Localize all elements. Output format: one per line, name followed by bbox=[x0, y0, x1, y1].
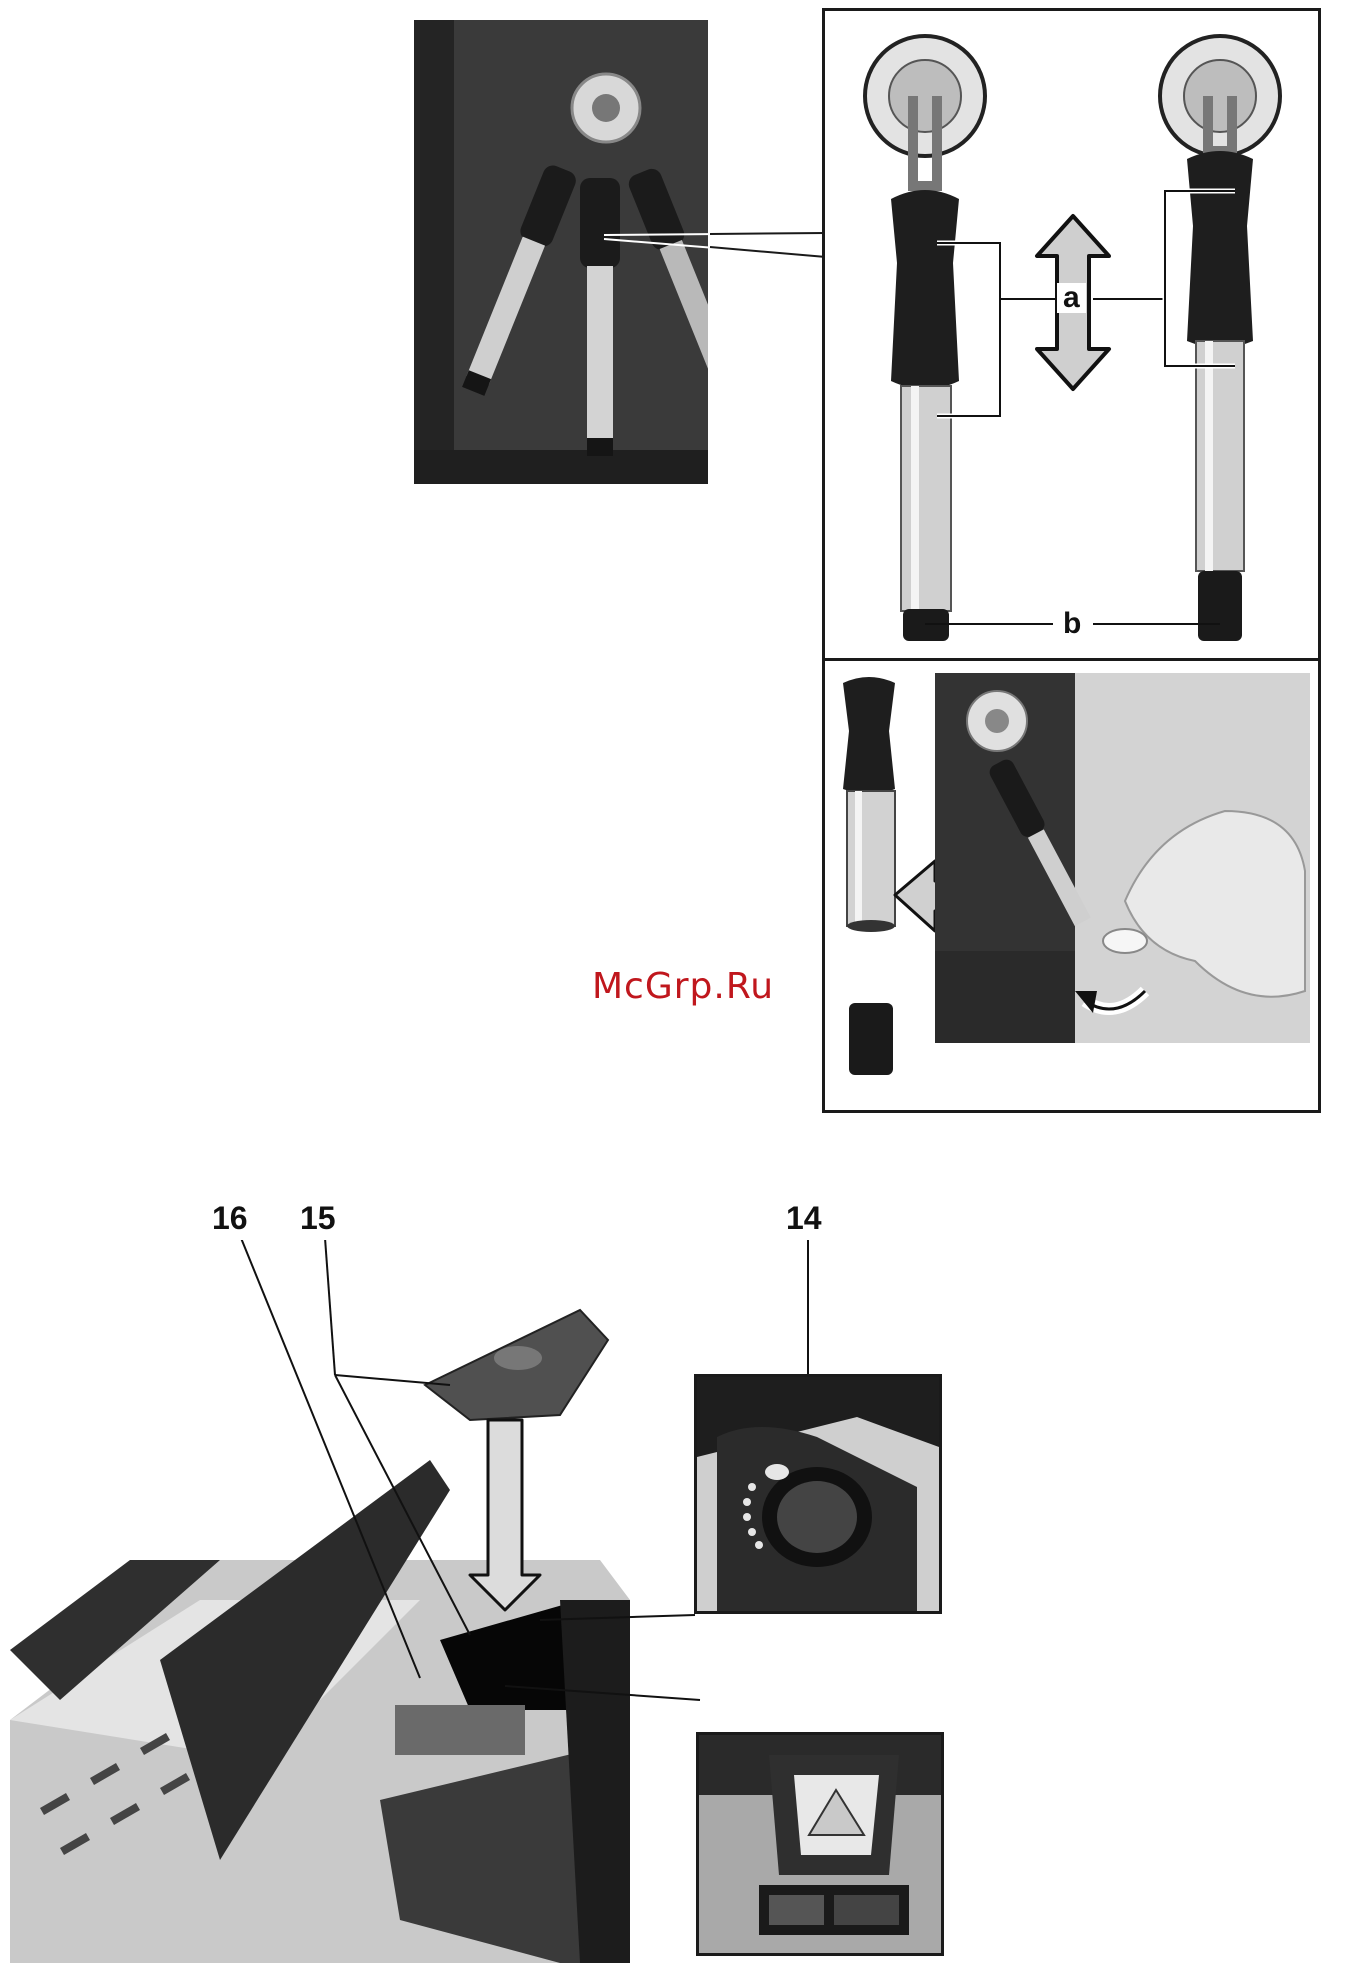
detail-connector-lines bbox=[600, 225, 830, 265]
callout-15: 15 bbox=[300, 1200, 336, 1237]
wand-detail-frame: a b bbox=[822, 8, 1321, 661]
label-b: b bbox=[1057, 609, 1087, 639]
inset-detail-14 bbox=[694, 1374, 942, 1614]
wand-detail-illustration bbox=[825, 11, 1318, 658]
callout-14: 14 bbox=[786, 1200, 822, 1237]
wand-disassembly-illustration bbox=[825, 661, 1318, 1110]
wand-disassembly-frame bbox=[822, 658, 1321, 1113]
label-a: a bbox=[1057, 283, 1086, 313]
callout-16: 16 bbox=[212, 1200, 248, 1237]
machine-top-illustration bbox=[0, 1240, 1363, 1963]
inset-detail-filter bbox=[696, 1732, 944, 1956]
watermark-text: McGrp.Ru bbox=[592, 966, 774, 1007]
